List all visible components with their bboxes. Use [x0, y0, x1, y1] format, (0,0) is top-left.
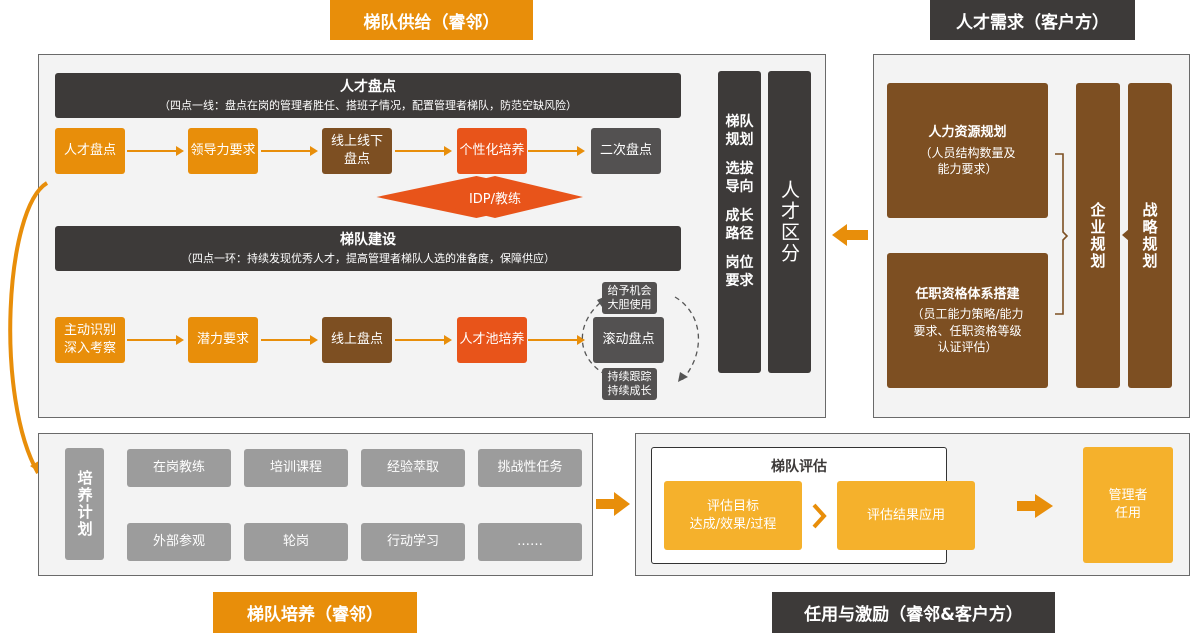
qualification-box: 任职资格体系搭建 （员工能力策略/能力 要求、任职资格等级 认证评估） [887, 253, 1048, 388]
arrow-right-icon [261, 146, 318, 156]
side-item: 成长 路径 [725, 208, 754, 242]
side-item: 岗位 要求 [725, 255, 754, 289]
hr-planning-desc: （人员结构数量及 能力要求） [919, 145, 1016, 176]
talent-split-column: 人才区分 [768, 71, 811, 373]
idp-label: IDP/教练 [468, 191, 522, 207]
appointment-header: 任用与激励（睿邻&客户方） [772, 592, 1055, 633]
arrow-right-big-icon [596, 492, 630, 516]
flow-online-offline: 线上线下 盘点 [322, 128, 392, 174]
flow-identify: 主动识别 深入考察 [55, 317, 125, 363]
hr-planning-box: 人力资源规划 （人员结构数量及 能力要求） [887, 83, 1048, 218]
bracket-icon [1055, 153, 1069, 315]
flow-talent-inventory: 人才盘点 [55, 128, 125, 174]
idp-shape [407, 176, 583, 218]
demand-header: 人才需求（客户方） [930, 0, 1135, 40]
enterprise-planning-column: 企业规划 [1076, 83, 1120, 388]
talent-inventory-bar: 人才盘点 （四点一线：盘点在岗的管理者胜任、搭班子情况，配置管理者梯队，防范空缺… [55, 73, 681, 118]
flow-leadership-req: 领导力要求 [188, 128, 258, 174]
flow-second-inventory: 二次盘点 [591, 128, 661, 174]
strategic-planning-label: 战略规划 [1140, 201, 1159, 270]
training-item: 轮岗 [244, 523, 348, 561]
arrow-right-icon [395, 146, 452, 156]
eval-goal-box: 评估目标 达成/效果/过程 [664, 481, 802, 550]
training-item: 培训课程 [244, 449, 348, 487]
arrow-left-icon [832, 224, 868, 246]
enterprise-planning-label: 企业规划 [1088, 201, 1107, 270]
side-item: 梯队 规划 [725, 114, 754, 148]
eval-result-box: 评估结果应用 [837, 481, 975, 550]
ladder-build-subtitle: （四点一环：持续发现优秀人才，提高管理者梯队人选的准备度，保障供应） [181, 252, 555, 265]
flow-potential-req: 潜力要求 [188, 317, 258, 363]
talent-inventory-title: 人才盘点 [340, 79, 396, 95]
arrow-right-icon [395, 335, 452, 345]
qualification-desc: （员工能力策略/能力 要求、任职资格等级 认证评估） [911, 307, 1024, 354]
hr-planning-title: 人力资源规划 [928, 125, 1007, 141]
chevron-right-icon [812, 503, 827, 529]
ladder-planning-column: 梯队 规划 选拔 导向 成长 路径 岗位 要求 [718, 71, 761, 373]
talent-inventory-subtitle: （四点一线：盘点在岗的管理者胜任、搭班子情况，配置管理者梯队，防范空缺风险） [159, 99, 577, 112]
cycle-continuous-tracking: 持续跟踪 持续成长 [602, 368, 657, 400]
strategic-planning-column: 战略规划 [1128, 83, 1172, 388]
training-item: 经验萃取 [361, 449, 465, 487]
arrow-left-small-icon [1122, 229, 1129, 241]
flow-talent-pool: 人才池培养 [457, 317, 527, 363]
training-item: 在岗教练 [127, 449, 231, 487]
arrow-right-icon [528, 335, 585, 345]
arrow-right-icon [261, 335, 318, 345]
ladder-build-bar: 梯队建设 （四点一环：持续发现优秀人才，提高管理者梯队人选的准备度，保障供应） [55, 226, 681, 271]
supply-header: 梯队供给（睿邻） [330, 0, 533, 40]
talent-split-label: 人才区分 [778, 180, 800, 264]
arrow-right-big-icon [1017, 494, 1053, 518]
training-item: 外部参观 [127, 523, 231, 561]
arrow-right-icon [127, 146, 184, 156]
arrow-right-icon [528, 146, 585, 156]
training-item: …… [478, 523, 582, 561]
flow-rolling-inventory: 滚动盘点 [593, 317, 664, 363]
training-header: 梯队培养（睿邻） [213, 592, 417, 633]
training-item: 挑战性任务 [478, 449, 582, 487]
ladder-eval-title: 梯队评估 [771, 459, 827, 475]
flow-personalized-training: 个性化培养 [457, 128, 527, 174]
arrow-right-icon [127, 335, 184, 345]
training-plan-label: 培养计划 [75, 470, 94, 538]
flow-online-inventory: 线上盘点 [322, 317, 392, 363]
training-plan-column: 培养计划 [65, 448, 104, 560]
side-item: 选拔 导向 [725, 161, 754, 195]
ladder-build-title: 梯队建设 [340, 232, 396, 248]
training-item: 行动学习 [361, 523, 465, 561]
qualification-title: 任职资格体系搭建 [915, 286, 1020, 302]
manager-appoint-box: 管理者 任用 [1083, 447, 1173, 563]
cycle-give-opportunity: 给予机会 大胆使用 [602, 282, 657, 314]
